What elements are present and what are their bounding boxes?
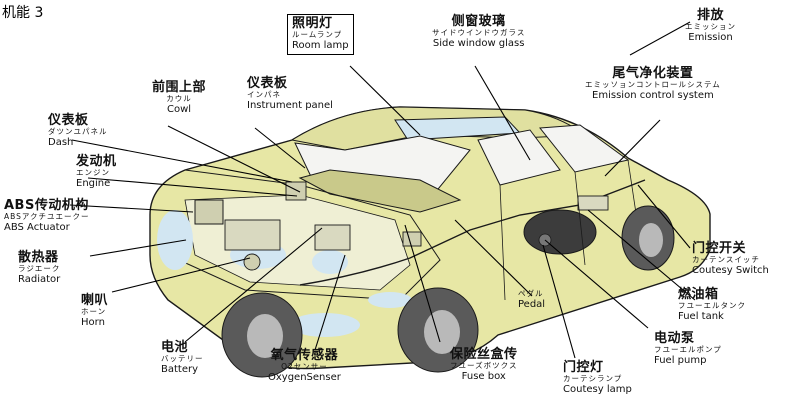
label-courtesy-lamp-zh: 门控灯 — [563, 360, 604, 375]
label-oxygen-zh: 氧气传感器 — [270, 348, 339, 363]
label-fuse-box: 保险丝盒传 フユーズボツクス Fuse box — [450, 347, 518, 383]
battery-highlight — [312, 250, 348, 274]
label-dash-en: Dash — [48, 137, 74, 149]
label-side-window-en: Side window glass — [432, 38, 525, 50]
rear-left-hub — [639, 223, 663, 257]
label-side-window-glass: 侧窗玻璃 サイドウインドウガラス Side window glass — [432, 14, 525, 50]
label-emission-control-en: Emission control system — [592, 90, 714, 102]
fuse-highlight — [368, 292, 412, 308]
label-room-lamp: 照明灯 ルームランプ Room lamp — [287, 14, 354, 55]
dash-panel — [298, 169, 462, 213]
label-emission-control-zh: 尾气净化装置 — [612, 66, 694, 81]
label-pedal: ペダル Pedal — [518, 289, 546, 311]
label-room-lamp-zh: 照明灯 — [292, 16, 333, 31]
label-emission-en: Emission — [688, 32, 733, 44]
label-engine-zh: 发动机 — [76, 154, 117, 169]
label-radiator-zh: 散热器 — [18, 250, 59, 265]
label-fuel-pump-en: Fuel pump — [654, 355, 707, 367]
label-emission-control-system: 尾气净化装置 エミッソョンコントロールシステム Emission control… — [585, 66, 721, 102]
label-radiator-en: Radiator — [18, 274, 61, 286]
front-left-hub — [247, 314, 283, 358]
label-instrument-panel-en: Instrument panel — [247, 100, 333, 112]
label-battery-en: Battery — [161, 364, 199, 376]
front-side-window — [477, 129, 561, 186]
leader-lines — [69, 21, 696, 359]
label-engine: 发动机 エンジン Engine — [76, 154, 117, 190]
label-side-window-ja: サイドウインドウガラス — [432, 28, 526, 38]
label-oxygen-sensor: 氧气传感器 O2センサー OxygenSenser — [268, 348, 341, 384]
page-title: 机能 3 — [2, 5, 44, 21]
label-oxygen-en: OxygenSenser — [268, 372, 341, 384]
label-emission-control-ja: エミッソョンコントロールシステム — [585, 80, 721, 90]
label-abs-zh: ABS传动机构 — [4, 198, 89, 213]
label-emission-zh: 排放 — [696, 8, 724, 23]
label-dash-ja: ダツンユパネル — [48, 127, 108, 137]
label-battery-ja: バッテリー — [161, 354, 204, 364]
label-radiator: 散热器 ラジエーク Radiator — [18, 250, 60, 286]
label-oxygen-ja: O2センサー — [281, 362, 328, 372]
label-abs-actuator: ABS传动机构 ABSアクチユエークー ABS Actuator — [4, 198, 90, 234]
label-dash: 仪表板 ダツンユパネル Dash — [48, 113, 108, 149]
fuel-tank — [523, 209, 597, 255]
label-courtesy-lamp-en: Coutesy lamp — [563, 384, 632, 396]
label-courtesy-switch-zh: 门控开关 — [692, 241, 747, 256]
engine-cover — [285, 181, 307, 201]
label-courtesy-switch: 门控开关 カーテンスイッチ Coutesy Switch — [692, 241, 769, 277]
label-horn: 喇叭 ホーン Horn — [81, 293, 108, 329]
label-cowl-en: Cowl — [166, 104, 192, 116]
engine-block — [224, 219, 281, 251]
label-battery: 电池 バッテリー Battery — [161, 340, 204, 376]
label-instrument-panel-ja: インパネ — [247, 90, 281, 100]
abs-actuator — [194, 199, 224, 225]
label-emission-ja: エミッション — [685, 22, 736, 32]
label-cowl: 前围上部 カウル Cowl — [152, 80, 206, 116]
label-horn-ja: ホーン — [81, 307, 107, 317]
label-instrument-panel-zh: 仪表板 — [247, 76, 288, 91]
label-pedal-ja: ペダル — [518, 289, 544, 298]
label-fuse-box-en: Fuse box — [461, 371, 506, 383]
fuse-box — [402, 231, 422, 247]
label-fuse-box-ja: フユーズボツクス — [450, 361, 518, 371]
label-fuel-pump-ja: フユーエルポンプ — [654, 345, 722, 355]
label-instrument-panel: 仪表板 インパネ Instrument panel — [247, 76, 333, 112]
label-emission: 排放 エミッション Emission — [685, 8, 736, 44]
engine-bay — [184, 194, 411, 291]
label-engine-ja: エンジン — [76, 168, 110, 178]
label-horn-en: Horn — [81, 317, 105, 329]
label-engine-en: Engine — [76, 178, 111, 190]
label-courtesy-switch-en: Coutesy Switch — [692, 265, 769, 277]
label-fuse-box-zh: 保险丝盒传 — [450, 347, 518, 362]
label-fuel-tank-ja: フユーエルタンク — [678, 301, 746, 311]
label-fuel-pump: 电动泵 フユーエルポンプ Fuel pump — [654, 331, 722, 367]
label-radiator-ja: ラジエーク — [18, 264, 61, 274]
label-battery-zh: 电池 — [161, 340, 189, 355]
label-abs-ja: ABSアクチユエークー — [4, 212, 90, 222]
label-room-lamp-ja: ルームランプ — [292, 30, 343, 40]
label-side-window-zh: 侧窗玻璃 — [451, 14, 506, 29]
horn-shape — [243, 253, 261, 271]
label-fuel-pump-zh: 电动泵 — [654, 331, 695, 346]
label-room-lamp-en: Room lamp — [292, 40, 349, 52]
label-cowl-zh: 前围上部 — [152, 80, 207, 95]
label-fuel-tank-en: Fuel tank — [678, 311, 724, 323]
label-fuel-tank: 燃油箱 フユーエルタンク Fuel tank — [678, 287, 746, 323]
rear-right-hub — [424, 310, 460, 354]
label-pedal-en: Pedal — [518, 298, 546, 310]
emission-unit — [577, 195, 609, 211]
radiator-highlight — [157, 210, 193, 270]
label-fuel-tank-zh: 燃油箱 — [678, 287, 719, 302]
label-cowl-ja: カウル — [166, 94, 192, 104]
label-courtesy-switch-ja: カーテンスイッチ — [692, 255, 760, 265]
exhaust-line — [299, 179, 646, 286]
label-courtesy-lamp: 门控灯 カーテシランプ Coutesy lamp — [563, 360, 632, 396]
floor-highlight — [290, 313, 360, 337]
label-abs-en: ABS Actuator — [4, 222, 70, 234]
label-horn-zh: 喇叭 — [81, 293, 109, 308]
label-courtesy-lamp-ja: カーテシランプ — [563, 374, 623, 384]
label-dash-zh: 仪表板 — [48, 113, 89, 128]
